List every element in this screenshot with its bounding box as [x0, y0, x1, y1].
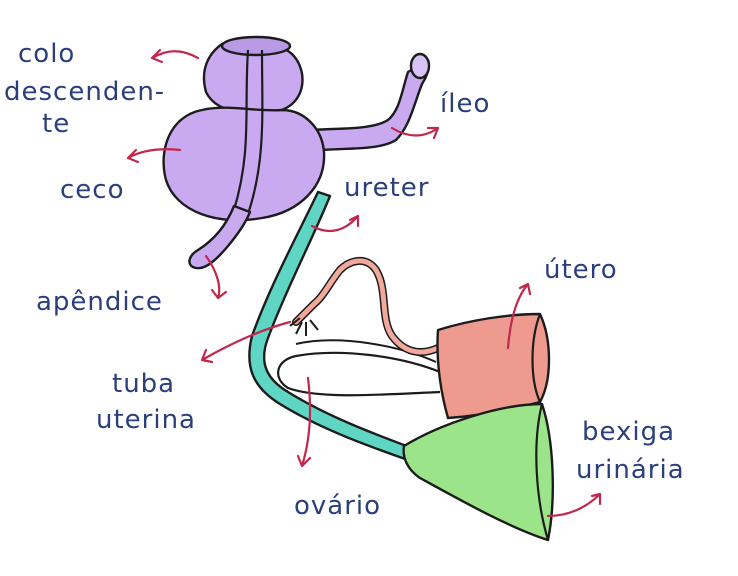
pointer-arrows [126, 48, 602, 518]
arrow-ceco [126, 148, 182, 164]
labels: colo descenden- te ceco apêndice íleo ur… [4, 39, 685, 521]
label-ovario: ovário [294, 491, 381, 521]
ileum-opening [409, 52, 431, 80]
label-apendice: apêndice [36, 287, 163, 317]
colon-band-2 [246, 49, 264, 215]
bladder-seam [535, 403, 550, 541]
appendix-shape [188, 204, 252, 270]
label-bexiga-line2: urinária [576, 455, 685, 485]
uterine-tube-fill [293, 258, 441, 355]
label-tuba-line1: tuba [112, 369, 175, 399]
cecum-colon-organ [162, 35, 431, 270]
label-colo-line3: te [42, 109, 70, 139]
arrow-bexiga [546, 492, 602, 518]
colon-opening [220, 35, 292, 57]
arrow-ovario [296, 376, 312, 468]
arrow-ileo [390, 126, 440, 140]
label-ceco: ceco [60, 175, 125, 205]
label-bexiga-line1: bexiga [582, 417, 675, 447]
ovary-ligament [295, 339, 437, 363]
arrow-apendice [204, 254, 228, 300]
label-ileo: íleo [440, 89, 490, 119]
label-tuba-line2: uterina [96, 405, 196, 435]
bladder-shape [402, 402, 554, 542]
label-colo-line2: descenden- [4, 77, 165, 107]
label-ureter: ureter [344, 173, 429, 203]
uterus-opening [531, 313, 542, 403]
arrow-utero [506, 282, 532, 350]
label-utero: útero [544, 255, 618, 285]
arrow-colo [150, 48, 200, 64]
label-colo-line1: colo [18, 39, 75, 69]
colon-band [232, 49, 250, 211]
uterine-tube-shape [292, 257, 442, 356]
arrow-tuba [200, 320, 292, 364]
fimbriae [289, 317, 319, 336]
ileum-shape [310, 58, 430, 152]
ovary-shape [277, 351, 441, 397]
arrow-ureter [310, 214, 360, 233]
